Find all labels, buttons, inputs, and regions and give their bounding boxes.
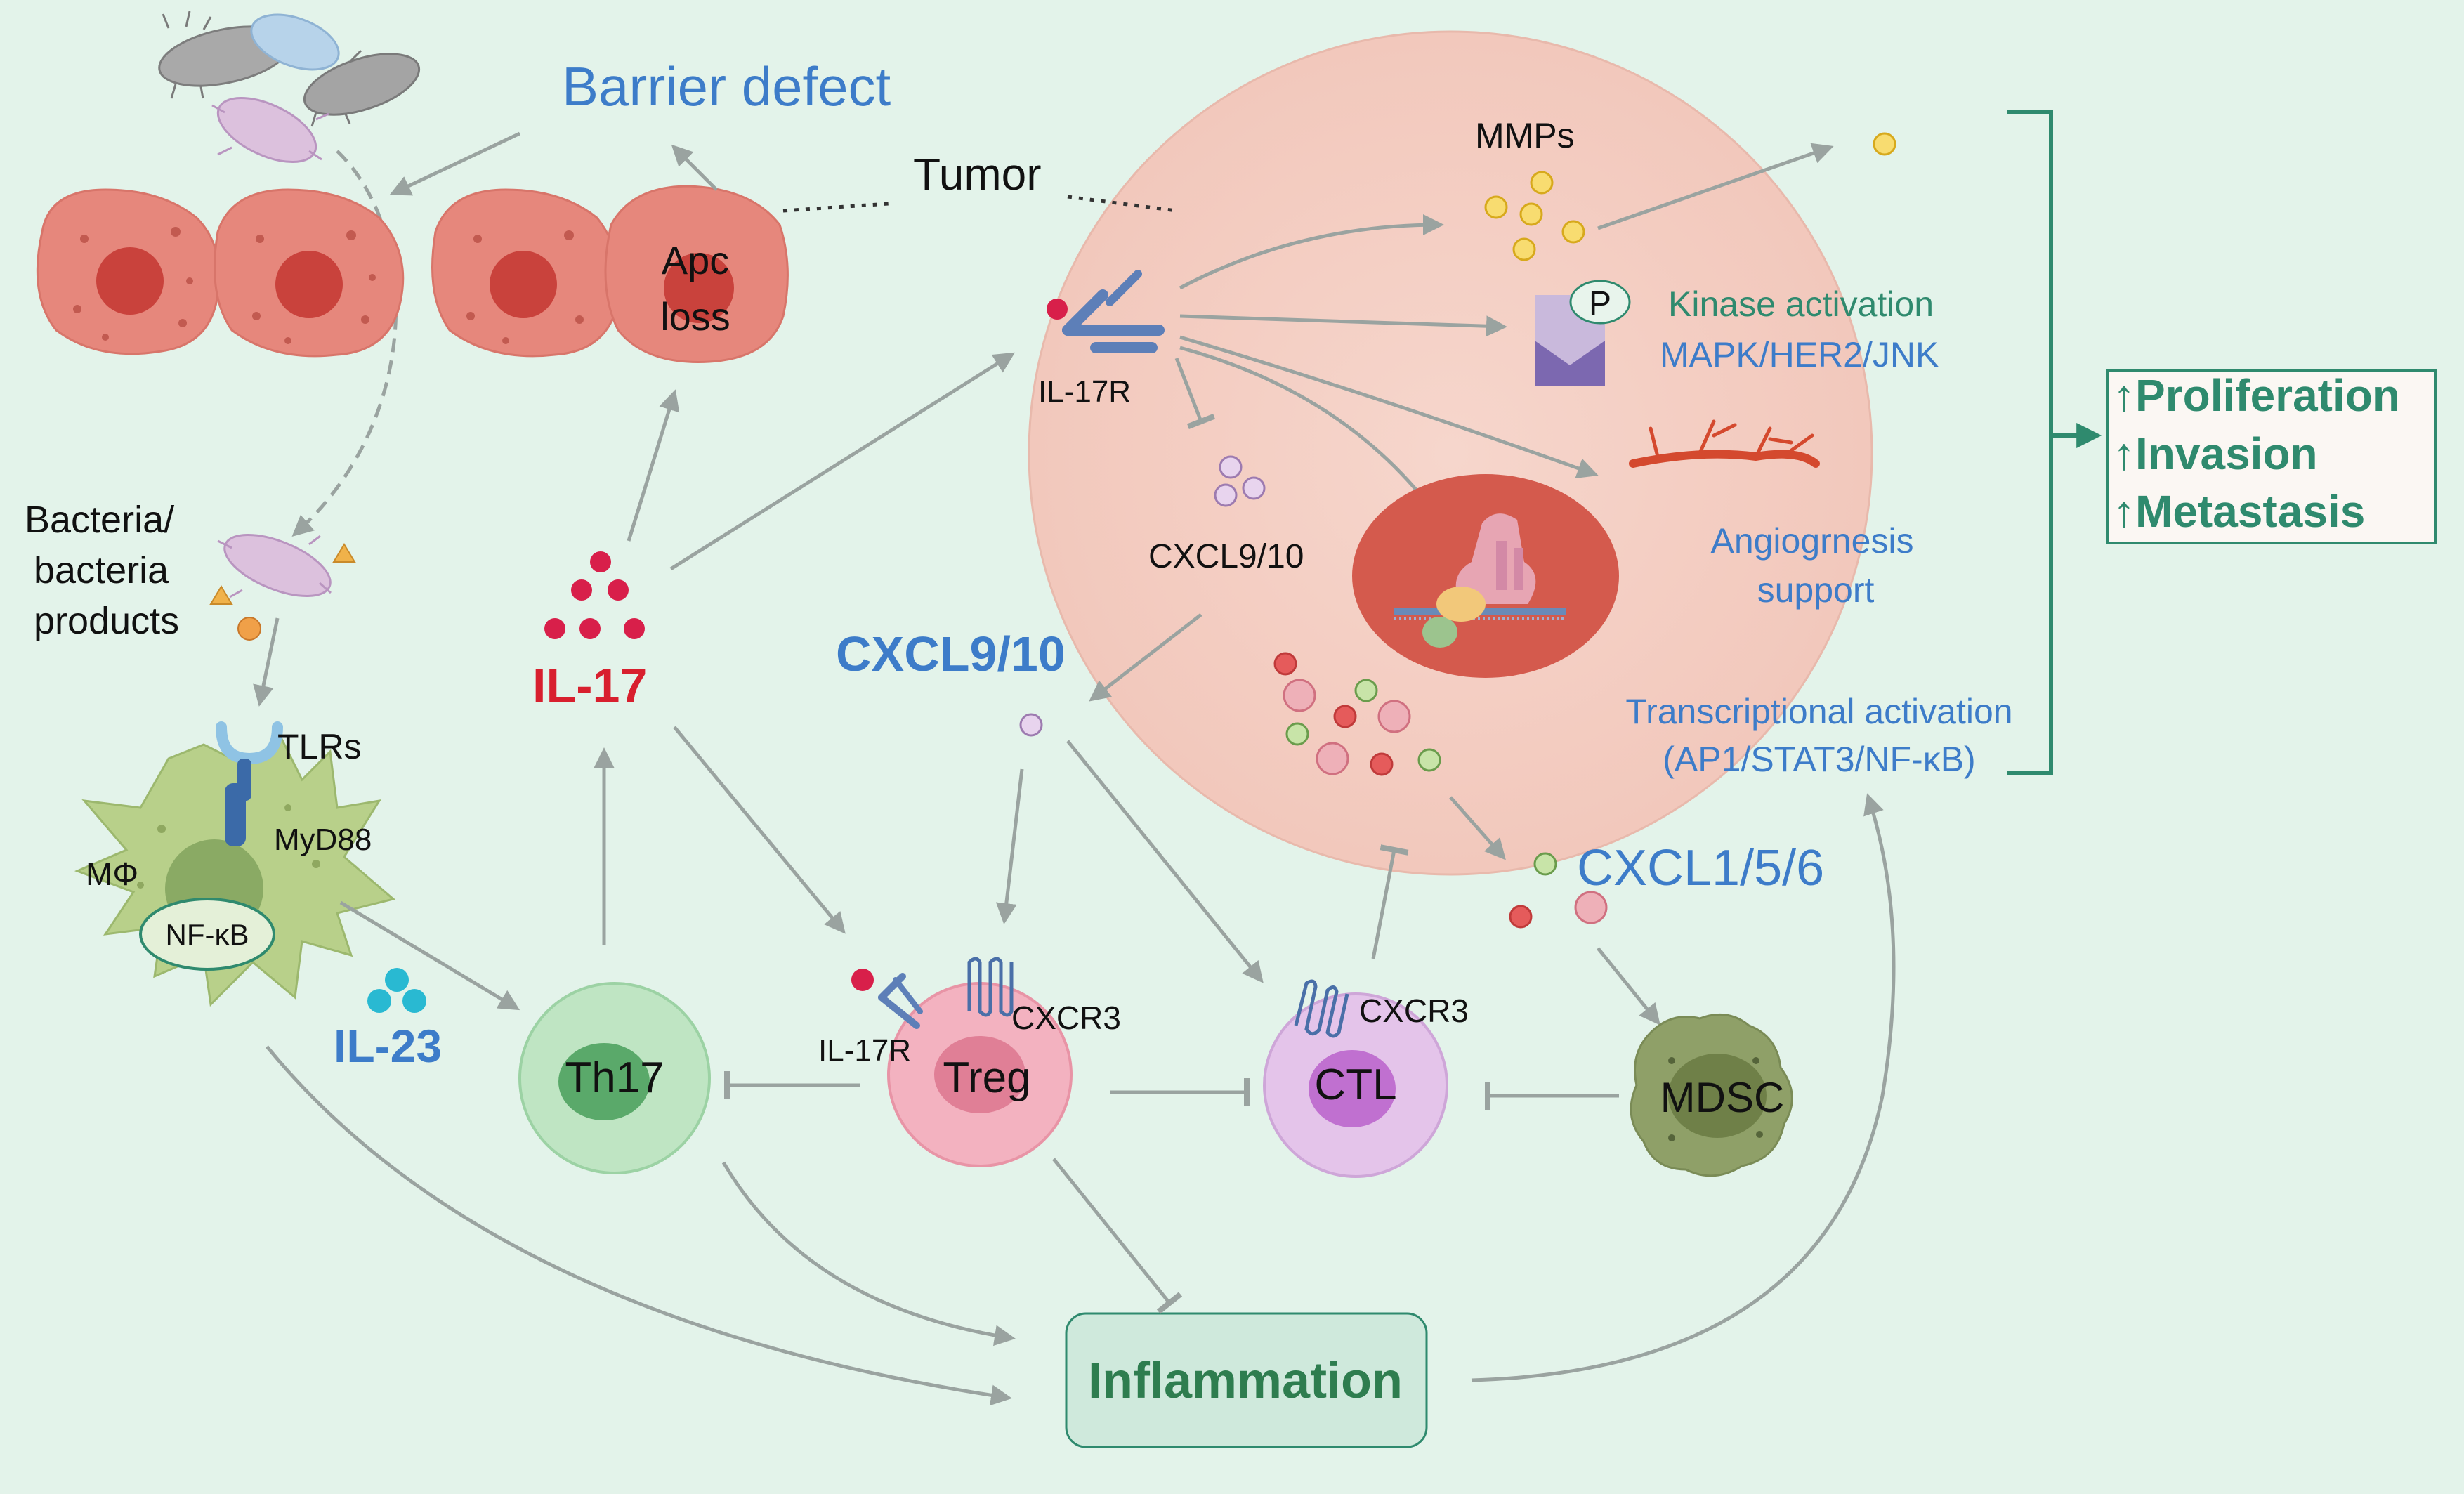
outcome-box <box>2106 369 2437 544</box>
outcome-invasion: ↑Invasion <box>2113 428 2318 479</box>
kinase-label-line2: MAPK/HER2/JNK <box>1660 335 1939 374</box>
il17-to-il17r-arrow <box>669 352 1016 571</box>
receptor-to-angiogenesis-arrow <box>1179 335 1599 479</box>
treg-cxcr3-icon <box>967 957 1014 1017</box>
ctl-cell <box>1263 992 1448 1178</box>
tlrs-label: TLRs <box>277 727 361 766</box>
bacteria-product-icon <box>209 534 356 641</box>
treg-cell <box>887 982 1073 1167</box>
angio-label-line2: support <box>1757 570 1875 610</box>
bacteria-label-line3: products <box>34 600 179 642</box>
il17-to-apc-arrow <box>627 389 680 542</box>
th17-to-inflammation-arrow <box>721 1161 1016 1346</box>
apc-label-line1: Apc <box>662 238 730 282</box>
mdsc-cell <box>1630 1013 1793 1177</box>
treg-il17r-label: IL-17R <box>818 1033 911 1068</box>
il23-dots-icon <box>367 968 426 1013</box>
inflammation-box <box>1065 1312 1428 1448</box>
il17r-top-label: IL-17R <box>1038 374 1131 409</box>
cxcl156-to-mdsc-arrow <box>1597 947 1660 1026</box>
il17-label: IL-17 <box>532 658 647 713</box>
inflammation-label: Inflammation <box>1088 1353 1403 1409</box>
bacteria-cluster-icon <box>158 11 421 163</box>
receptor-inhibits-cxcl910 <box>1174 358 1216 429</box>
apc-to-barrier-arrow <box>671 144 718 191</box>
bacteria-to-tlr-arrow <box>253 617 280 707</box>
mdsc-label: MDSC <box>1660 1074 1785 1121</box>
cxcl910-to-treg-arrow <box>995 768 1024 924</box>
tumor-cell-circle <box>1028 30 1873 876</box>
transcr-label-line1: Transcriptional activation <box>1625 692 2012 731</box>
ctl-inhibits-tumor <box>1371 844 1409 959</box>
angio-label-line1: Angiogrnesis <box>1710 521 1913 561</box>
macrophage-to-inflammation-arrow <box>266 1045 1012 1406</box>
bacteria-label-line1: Bacteria/ <box>25 499 174 541</box>
chemokine-vesicles-icon <box>1273 652 1441 776</box>
mmp-secreted-dot <box>1873 132 1896 156</box>
blood-vessel-icon <box>1629 419 1820 468</box>
mmps-export-arrow <box>1597 143 1834 230</box>
myd88-label: MyD88 <box>274 823 372 857</box>
cxcl910-free-dot <box>1019 713 1043 737</box>
mmps-dots-icon <box>1484 171 1585 261</box>
macrophage-label: MΦ <box>86 856 138 892</box>
epithelial-cell-2 <box>214 188 405 358</box>
mmps-label: MMPs <box>1475 116 1575 155</box>
th17-label: Th17 <box>565 1054 664 1102</box>
tumor-dotted-right <box>1067 195 1177 213</box>
receptor-to-nucleus-arrow <box>1179 346 1443 523</box>
macrophage-to-th17-arrow <box>339 900 520 1011</box>
apc-loss-cell <box>604 185 789 363</box>
outcome-proliferation: ↑Proliferation <box>2113 370 2400 421</box>
ctl-cxcr3-icon <box>1294 979 1349 1038</box>
cxcl910-release-arrow <box>1089 613 1202 702</box>
barrier-arrow <box>389 131 521 196</box>
transcr-label-line2: (AP1/STAT3/NF-κB) <box>1663 740 1975 779</box>
kinase-icon <box>1535 280 1631 386</box>
treg-inhibits-inflammation <box>1052 1158 1183 1314</box>
inflammation-to-transcription-arrow <box>1471 793 1896 1382</box>
nfkb-label: NF-κB <box>166 918 249 951</box>
ctl-label: CTL <box>1314 1061 1396 1109</box>
cxcl910-dots-icon <box>1214 455 1266 507</box>
cxcl910-small-label: CXCL9/10 <box>1148 538 1304 575</box>
il17-dots-icon <box>544 551 645 639</box>
cxcl910-to-ctl-arrow <box>1066 740 1264 983</box>
bacteria-label-line2: bacteria <box>34 549 169 591</box>
th17-cell <box>518 982 711 1174</box>
treg-cxcr3-label: CXCR3 <box>1011 1000 1121 1036</box>
p-label: P <box>1589 285 1611 322</box>
chemokine-release-arrow <box>1449 796 1506 860</box>
barrier-defect-label: Barrier defect <box>562 55 891 117</box>
outcome-metastasis: ↑Metastasis <box>2113 486 2365 537</box>
outcome-bracket <box>2007 110 2053 775</box>
cxcl156-dots-icon <box>1509 852 1608 929</box>
ctl-cxcr3-label: CXCR3 <box>1359 992 1469 1029</box>
epithelial-cell-1 <box>36 188 221 355</box>
treg-label: Treg <box>943 1054 1030 1102</box>
nucleus-transcription-icon <box>1352 474 1619 678</box>
macrophage-cell <box>74 735 396 1007</box>
cxcl156-label: CXCL1/5/6 <box>1577 840 1824 896</box>
kinase-label-line1: Kinase activation <box>1668 284 1934 324</box>
cxcl910-big-label: CXCL9/10 <box>836 627 1066 681</box>
il17-to-treg-arrow <box>673 726 846 934</box>
tlr-receptor-icon <box>216 721 283 846</box>
treg-il17r-icon <box>851 969 923 1029</box>
epithelial-cell-3 <box>431 188 621 358</box>
apc-label-line2: loss <box>660 294 730 339</box>
tumor-label: Tumor <box>913 149 1042 199</box>
receptor-to-kinase-arrow <box>1179 314 1507 337</box>
dashed-translocation-arrow <box>291 150 398 537</box>
receptor-to-mmps-arrow <box>1179 214 1444 290</box>
il23-label: IL-23 <box>334 1020 442 1072</box>
il17r-receptor-icon <box>1047 270 1165 353</box>
